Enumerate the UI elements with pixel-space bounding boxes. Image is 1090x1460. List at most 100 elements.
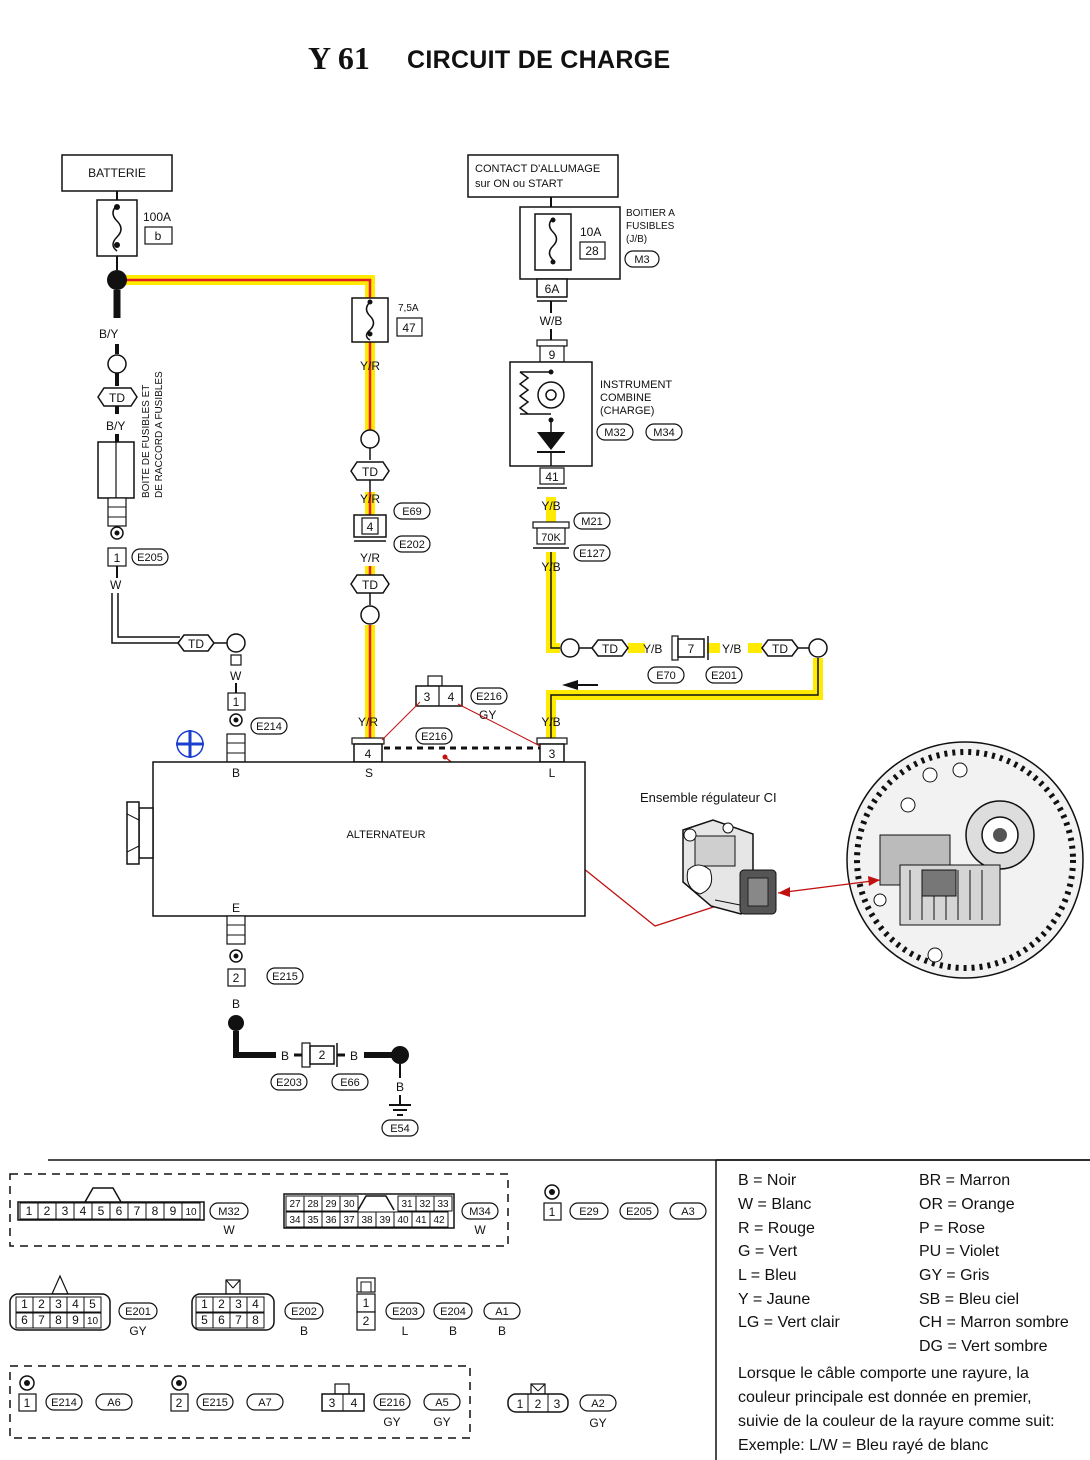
e201-pin-5: 5 [89, 1297, 96, 1311]
svg-text:A7: A7 [258, 1397, 271, 1409]
legend-r: R = Rouge [738, 1220, 815, 1237]
terminal-e: E [232, 901, 240, 915]
m34-pin-32: 32 [419, 1199, 431, 1210]
td-label-1: TD [109, 391, 125, 405]
pin-2-e215: 2 [233, 971, 240, 985]
conn-e203: E203 [276, 1077, 302, 1089]
highlight-yb-wire [546, 497, 823, 738]
svg-text:1: 1 [549, 1205, 556, 1219]
svg-text:BOITE DE FUSIBLES ET: BOITE DE FUSIBLES ET [141, 385, 152, 498]
svg-text:GY: GY [383, 1415, 400, 1429]
conn-e214: E214 [256, 721, 282, 733]
e201-pin-4: 4 [72, 1297, 79, 1311]
m34-pin-36: 36 [325, 1215, 337, 1226]
ic-regulator-image [682, 819, 777, 915]
e202-pin-8: 8 [252, 1313, 259, 1327]
conn-m21: M21 [581, 516, 602, 528]
fuse-box-label-2: FUSIBLES [626, 221, 675, 232]
terminal-s: S [365, 766, 373, 780]
legend-sb: SB = Bleu ciel [919, 1291, 1020, 1308]
svg-text:A5: A5 [435, 1397, 448, 1409]
alternator-rear-image [846, 741, 1084, 979]
battery-label: BATTERIE [88, 166, 146, 180]
conn-e216-color: GY [479, 708, 496, 722]
conn-m34: M34 [653, 427, 674, 439]
e201-pin-6: 6 [21, 1313, 28, 1327]
pin-4-e69: 4 [367, 520, 374, 534]
legend-dg: DG = Vert sombre [919, 1338, 1048, 1355]
instrument-label-2: COMBINE [600, 392, 651, 404]
pin-1-e205: 1 [114, 551, 121, 565]
m32-pin-7: 7 [134, 1204, 141, 1218]
svg-text:DE RACCORD A FUSIBLES: DE RACCORD A FUSIBLES [154, 371, 165, 498]
svg-text:2: 2 [363, 1314, 370, 1328]
m32-pin-2: 2 [44, 1204, 51, 1218]
pin-9: 9 [549, 348, 556, 362]
conn-e216-b: E216 [421, 731, 447, 743]
svg-text:TD: TD [362, 465, 378, 479]
e202-pin-1: 1 [201, 1297, 208, 1311]
wire-by-2: B/Y [106, 419, 125, 433]
e201-pin-3: 3 [55, 1297, 62, 1311]
m34-pin-37: 37 [343, 1215, 355, 1226]
td-joint-5 [591, 639, 629, 657]
m34-pin-42: 42 [433, 1215, 445, 1226]
svg-text:GY: GY [129, 1324, 146, 1338]
svg-text:2: 2 [176, 1396, 183, 1410]
m34-pin-41: 41 [415, 1215, 427, 1226]
fuse-box-label-1: BOITIER A [626, 208, 675, 219]
connector-view-e214: 1 E214 A6 [18, 1375, 133, 1412]
pin-2-e203: 2 [319, 1048, 326, 1062]
pin-1-e214: 1 [233, 695, 240, 709]
fuse-100a-id: b [155, 229, 162, 243]
svg-text:TD: TD [188, 637, 204, 651]
fuse-10a-id: 28 [585, 244, 599, 258]
svg-text:A1: A1 [495, 1306, 508, 1318]
e202-pin-7: 7 [235, 1313, 242, 1327]
wire-yr-1: Y/R [360, 359, 380, 373]
pin-7: 7 [688, 642, 695, 656]
fuse-75a-icon [365, 301, 375, 341]
e201-pin-8: 8 [55, 1313, 62, 1327]
conn-e66: E66 [340, 1077, 360, 1089]
svg-text:4: 4 [448, 690, 455, 704]
svg-text:W: W [474, 1223, 486, 1237]
terminal-l: L [549, 766, 556, 780]
legend-lg: LG = Vert clair [738, 1314, 840, 1331]
m34-pin-28: 28 [307, 1199, 319, 1210]
conn-e202: E202 [399, 539, 425, 551]
connector-view-e216: 3 4 E216 GY A5 GY [321, 1383, 461, 1429]
svg-text:TD: TD [602, 642, 618, 656]
connector-view-a2: 1 2 3 A2 GY [507, 1383, 617, 1430]
pin-3-l: 3 [549, 747, 556, 761]
e201-pin-7: 7 [38, 1313, 45, 1327]
wire-b-1: B [232, 997, 240, 1011]
legend-note-2: couleur principale est donnée en premier… [738, 1389, 1032, 1406]
svg-text:E215: E215 [202, 1397, 228, 1409]
group-box-1 [9, 1173, 509, 1247]
conn-e70: E70 [656, 670, 676, 682]
svg-text:TD: TD [772, 642, 788, 656]
legend-l: L = Bleu [738, 1267, 797, 1284]
fuse-10a-rating: 10A [580, 225, 601, 239]
group-box-2 [9, 1365, 471, 1439]
svg-text:GY: GY [589, 1416, 606, 1430]
e201-pin-10: 10 [87, 1316, 99, 1327]
conn-e54: E54 [390, 1123, 410, 1135]
svg-text:A3: A3 [681, 1206, 694, 1218]
legend-ch: CH = Marron sombre [919, 1314, 1069, 1331]
td-joint-4 [350, 574, 390, 594]
flow-arrow-icon [562, 680, 578, 690]
charge-lamp-icon [537, 381, 565, 409]
svg-text:1: 1 [24, 1396, 31, 1410]
svg-text:A6: A6 [107, 1397, 120, 1409]
m34-pin-31: 31 [401, 1199, 413, 1210]
svg-text:E205: E205 [626, 1206, 652, 1218]
wire-w-2: W [230, 669, 242, 683]
svg-text:E202: E202 [291, 1306, 317, 1318]
pin-41: 41 [545, 470, 559, 484]
m32-pin-4: 4 [80, 1204, 87, 1218]
